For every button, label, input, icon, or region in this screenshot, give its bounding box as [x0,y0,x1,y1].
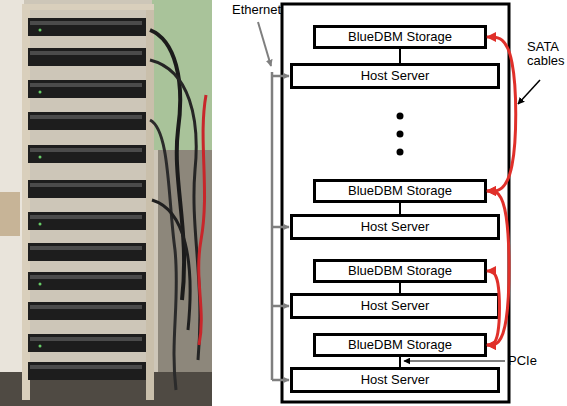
server-unit [28,212,146,230]
photo-cable [150,120,176,390]
server-light [39,156,42,159]
box-label: BlueDBM Storage [348,30,452,44]
leader-line [258,22,271,66]
cable-label: SATA cables [527,40,567,69]
server-front [30,148,142,152]
rack-bar [22,4,154,10]
rack-photo [0,0,212,406]
photo-wall [0,0,212,406]
server-front [30,21,142,25]
box-label: Host Server [361,69,430,83]
server-unit [28,112,146,130]
ethernet-branch [272,305,289,308]
bus-label: PCIe [508,354,558,368]
leader-line [518,80,540,104]
pcie-link [399,357,401,367]
server-light [39,91,42,94]
server-front [30,83,142,87]
server-unit [28,334,146,352]
host-server-box: Host Server [290,367,500,393]
photo-wall [0,0,24,406]
ethernet-branch [272,379,289,382]
storage-box: BlueDBM Storage [313,25,487,49]
server-front [30,215,142,219]
box-label: BlueDBM Storage [348,264,452,278]
sata-cable [487,37,516,191]
server-unit [28,18,146,36]
server-light [39,345,42,348]
pcie-link [399,283,401,293]
pcie-link [399,203,401,214]
server-front [30,115,142,119]
photo-cable [152,200,190,330]
server-light [39,29,42,32]
ethernet-branch [272,226,289,229]
server-front [30,305,142,309]
leader-line [404,360,505,361]
photo-red-cable [199,95,206,345]
server-front [30,246,142,250]
host-server-box: Host Server [290,293,500,319]
server-light [39,223,42,226]
server-unit [28,243,146,261]
storage-box: BlueDBM Storage [313,333,487,357]
ellipsis-dot [397,149,404,156]
box-label: Host Server [361,299,430,313]
box-label: BlueDBM Storage [348,184,452,198]
server-front [30,183,142,187]
server-front [30,365,142,369]
server-unit [28,180,146,198]
server-unit [28,48,146,66]
server-front [30,51,142,55]
server-unit [28,272,146,290]
ethernet-branch [272,75,289,78]
rack-outline [282,4,509,402]
server-light [39,283,42,286]
box-label: Host Server [361,220,430,234]
pcie-link [399,49,401,63]
ellipsis-dot [397,113,404,120]
storage-box: BlueDBM Storage [313,259,487,283]
server-unit [28,362,146,380]
network-label: Ethernet [232,3,292,17]
server-unit [28,80,146,98]
server-unit [28,145,146,163]
host-server-box: Host Server [290,214,500,240]
storage-box: BlueDBM Storage [313,179,487,203]
ellipsis-dot [397,131,404,138]
host-server-box: Host Server [290,63,500,89]
server-unit [28,302,146,320]
server-front [30,275,142,279]
rack-post [146,4,154,400]
box-label: Host Server [361,373,430,387]
box-label: BlueDBM Storage [348,338,452,352]
server-front [30,337,142,341]
photo-box [0,192,20,236]
